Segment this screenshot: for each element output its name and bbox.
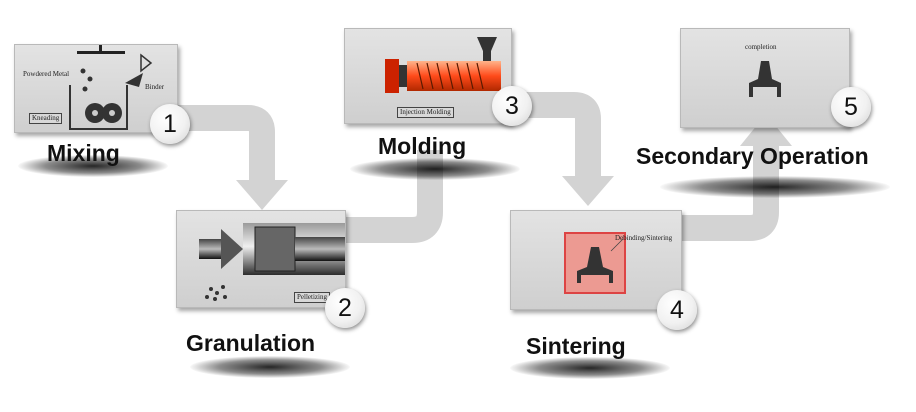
granulation-label-shadow xyxy=(190,356,350,378)
sintering-panel: Debinding/Sintering xyxy=(510,210,682,310)
step-5-badge: 5 xyxy=(831,87,871,127)
granulation-title: Granulation xyxy=(186,330,316,356)
flow-arrowhead-4-5 xyxy=(740,114,792,146)
sintering-label-shadow xyxy=(510,357,670,379)
step-3-badge: 3 xyxy=(492,86,532,126)
flow-arrowhead-3-4 xyxy=(562,176,614,206)
step-1-badge: 1 xyxy=(150,104,190,144)
secondary-operation-label-shadow xyxy=(660,176,890,198)
step-4-badge: 4 xyxy=(657,290,697,330)
finished-part-illustration xyxy=(749,61,781,97)
molding-label-shadow xyxy=(350,158,520,180)
mixing-title: Mixing xyxy=(47,140,120,166)
secondary-operation-panel: completion xyxy=(680,28,850,128)
flow-arrow-3-4 xyxy=(520,92,601,180)
granulation-panel: Pelletizing xyxy=(176,210,346,308)
flow-arrow-4-5 xyxy=(670,140,779,241)
debinding-sintering-label: Debinding/Sintering xyxy=(615,234,673,242)
secondary-operation-title: Secondary Operation xyxy=(636,143,869,169)
flow-arrow-1-2 xyxy=(175,105,275,185)
pelletizing-tag: Pelletizing xyxy=(294,292,330,303)
kneading-tag: Kneading xyxy=(29,113,63,124)
mixing-label-shadow xyxy=(18,155,168,177)
binder-label: Binder xyxy=(145,83,165,91)
step-2-badge: 2 xyxy=(325,288,365,328)
flow-arrowhead-1-2 xyxy=(236,180,288,210)
injection-molding-illustration xyxy=(385,37,501,93)
flow-arrow-2-3 xyxy=(335,150,443,243)
mixer-illustration xyxy=(69,45,153,130)
sintering-title: Sintering xyxy=(526,333,626,359)
powdered-metal-label: Powdered Metal xyxy=(23,70,70,78)
pelletizer-illustration xyxy=(199,223,345,301)
molding-panel: Injection Molding xyxy=(344,28,512,124)
injection-molding-tag: Injection Molding xyxy=(397,107,454,118)
molding-title: Molding xyxy=(378,133,467,159)
sintering-illustration xyxy=(564,232,626,294)
completion-label: completion xyxy=(745,43,777,51)
